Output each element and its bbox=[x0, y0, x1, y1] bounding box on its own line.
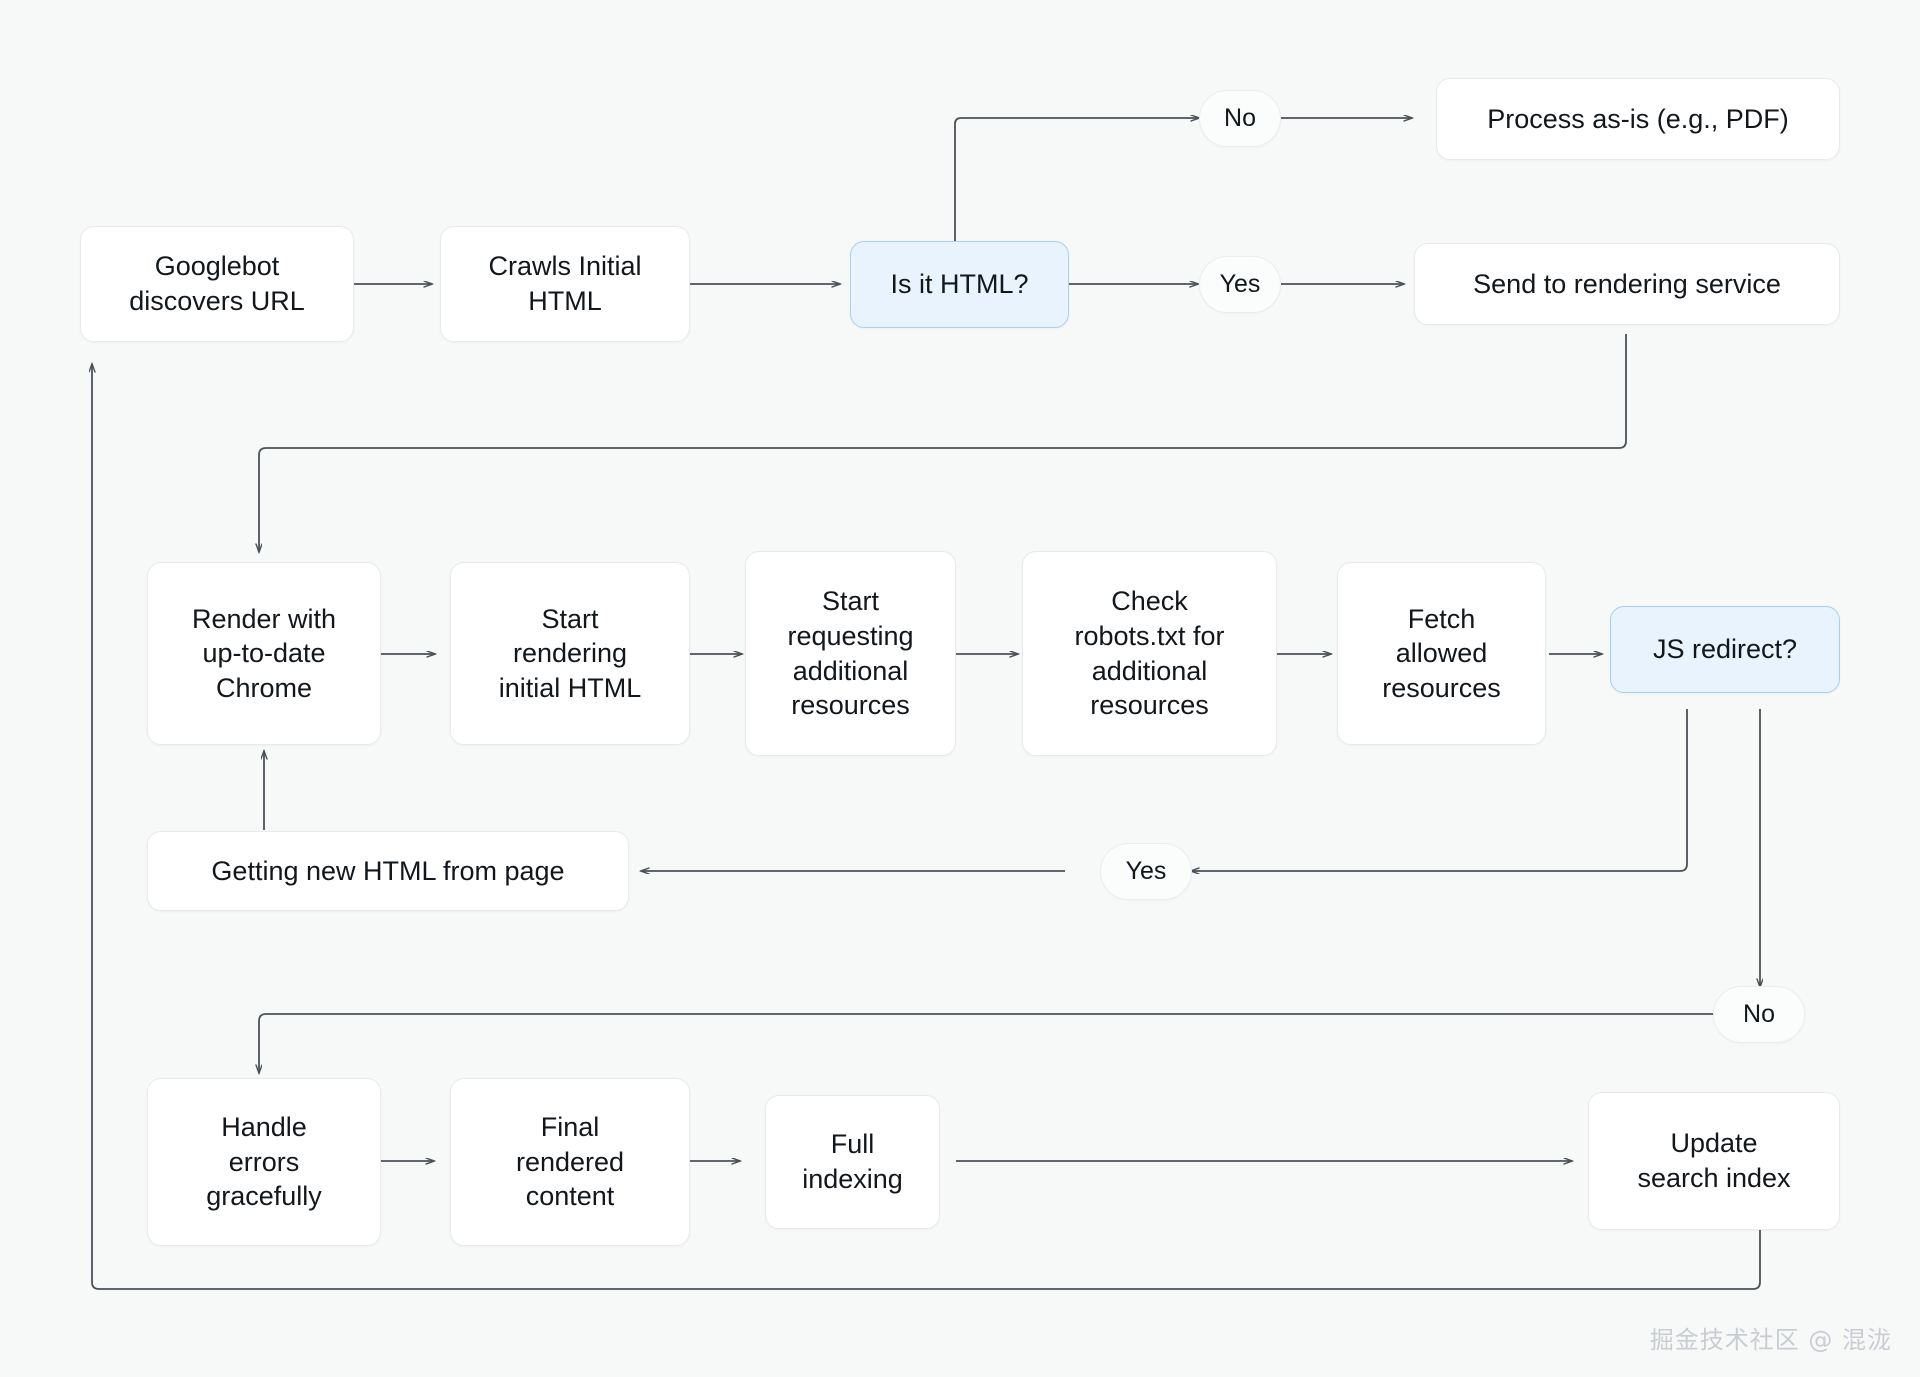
watermark: 掘金技术社区 @ 混泷 bbox=[1649, 1326, 1892, 1354]
node-send-to-rendering-service[interactable]: Send to rendering service bbox=[1414, 243, 1840, 325]
node-crawls-initial-html[interactable]: Crawls Initial HTML bbox=[440, 226, 690, 342]
node-js-redirect[interactable]: JS redirect? bbox=[1610, 606, 1840, 693]
node-getting-new-html[interactable]: Getting new HTML from page bbox=[147, 831, 629, 911]
node-fetch-allowed-resources[interactable]: Fetch allowed resources bbox=[1337, 562, 1546, 745]
node-start-rendering-initial-html[interactable]: Start rendering initial HTML bbox=[450, 562, 690, 745]
edge-ishtml-to-no bbox=[954, 118, 1199, 241]
edge-no-to-handle bbox=[259, 1013, 1500, 1073]
node-is-it-html[interactable]: Is it HTML? bbox=[850, 241, 1069, 328]
node-googlebot-discovers-url[interactable]: Googlebot discovers URL bbox=[80, 226, 354, 342]
node-process-as-is[interactable]: Process as-is (e.g., PDF) bbox=[1436, 78, 1840, 160]
edge-label-js-redirect-yes: Yes bbox=[1100, 843, 1192, 900]
node-full-indexing[interactable]: Full indexing bbox=[765, 1095, 940, 1229]
node-handle-errors[interactable]: Handle errors gracefully bbox=[147, 1078, 381, 1246]
node-check-robots-txt[interactable]: Check robots.txt for additional resource… bbox=[1022, 551, 1277, 756]
node-render-with-chrome[interactable]: Render with up-to-date Chrome bbox=[147, 562, 381, 745]
edge-label-html-yes: Yes bbox=[1199, 256, 1281, 313]
edge-label-js-redirect-no: No bbox=[1713, 986, 1805, 1043]
node-final-rendered-content[interactable]: Final rendered content bbox=[450, 1078, 690, 1246]
node-start-requesting-additional-resources[interactable]: Start requesting additional resources bbox=[745, 551, 956, 756]
node-update-search-index[interactable]: Update search index bbox=[1588, 1092, 1840, 1230]
edge-rendering-to-render-chrome bbox=[259, 334, 1627, 552]
edge-label-html-no: No bbox=[1199, 90, 1281, 147]
